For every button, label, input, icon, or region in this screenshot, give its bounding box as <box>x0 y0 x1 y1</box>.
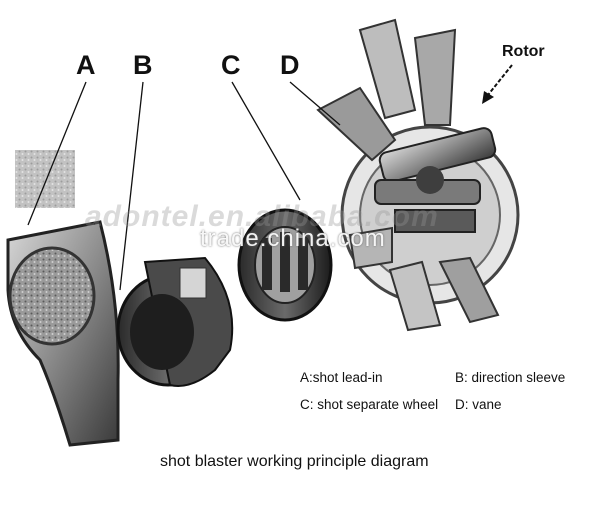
diagram-caption: shot blaster working principle diagram <box>160 453 429 470</box>
trade-china-watermark: trade.china.com <box>200 225 386 252</box>
alibaba-watermark: adontel.en.alibaba.com <box>85 200 439 233</box>
leader-line-c <box>231 81 301 201</box>
vane-2 <box>413 28 457 126</box>
vane-5 <box>388 260 442 332</box>
legend-b: B: direction sleeve <box>455 370 566 385</box>
label-d: D <box>280 50 300 80</box>
legend-c: C: shot separate wheel <box>300 397 439 412</box>
vane-3 <box>316 86 397 162</box>
part-b-direction-sleeve <box>116 256 234 387</box>
leader-line-a <box>27 81 87 226</box>
part-c-shot-separate-wheel <box>237 208 333 322</box>
part-a-shot-lead-in <box>6 150 120 447</box>
legend-d: D: vane <box>455 397 502 412</box>
label-b: B <box>133 50 153 80</box>
leader-lines <box>27 81 341 291</box>
label-rotor: Rotor <box>502 43 545 60</box>
rotor-assembly <box>316 18 520 332</box>
label-a: A <box>76 50 96 80</box>
leader-line-b <box>119 81 144 291</box>
legend-a: A:shot lead-in <box>300 370 383 385</box>
leader-line-d <box>289 81 341 126</box>
label-c: C <box>221 50 241 80</box>
vane-1 <box>358 18 417 120</box>
rotor-arrow <box>482 64 513 104</box>
vane-4 <box>348 226 393 270</box>
vane-6 <box>438 256 500 324</box>
